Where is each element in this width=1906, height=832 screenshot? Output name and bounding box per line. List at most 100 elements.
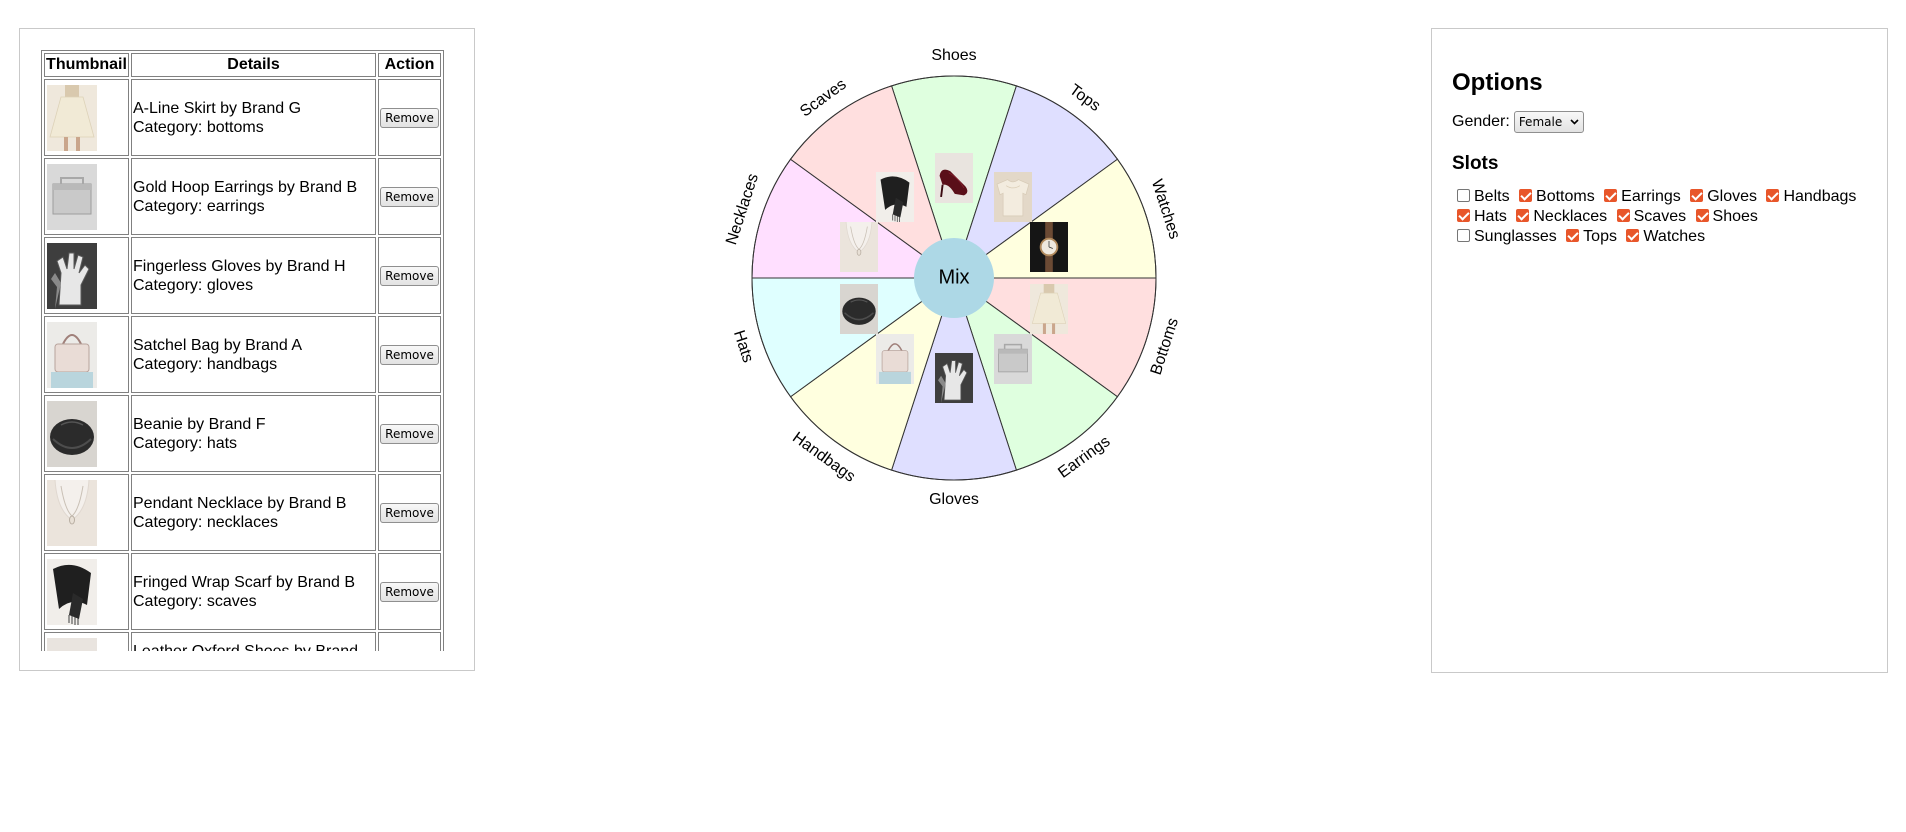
slot-checkbox-necklaces[interactable]	[1516, 209, 1530, 222]
slot-checkbox-bottoms[interactable]	[1519, 189, 1533, 202]
slot-option-necklaces: Necklaces	[1511, 208, 1607, 225]
item-thumbnail-image	[47, 321, 97, 388]
wheel-thumbnail-watches	[1030, 222, 1069, 273]
items-table-scroll[interactable]: Thumbnail Details Action A-Line Skirt by…	[41, 50, 452, 651]
wheel-label-tops: Tops	[1066, 81, 1103, 115]
wheel-label-shoes: Shoes	[931, 47, 976, 64]
item-title: Pendant Necklace by Brand B	[133, 494, 347, 512]
item-title: Satchel Bag by Brand A	[133, 336, 302, 354]
item-category: Category: necklaces	[133, 513, 278, 531]
slot-label: Tops	[1583, 228, 1617, 245]
thumbnail-cell	[44, 158, 129, 235]
wheel-label-gloves: Gloves	[929, 491, 979, 508]
slot-checkbox-watches[interactable]	[1626, 229, 1640, 242]
action-cell: Remove	[378, 237, 441, 314]
item-title: Gold Hoop Earrings by Brand B	[133, 178, 358, 196]
thumbnail-cell	[44, 237, 129, 314]
options-panel: Options Gender: Female Slots Belts Botto…	[1431, 28, 1888, 673]
wheel-thumbnail-necklaces	[839, 222, 878, 273]
action-cell: Remove	[378, 474, 441, 551]
wheel-thumbnail-gloves	[935, 353, 973, 403]
slot-checkbox-gloves[interactable]	[1690, 189, 1704, 202]
remove-button[interactable]: Remove	[380, 423, 439, 444]
wheel-label-bottoms: Bottoms	[1148, 316, 1182, 377]
slot-option-bottoms: Bottoms	[1514, 188, 1595, 205]
item-category: Category: bottoms	[133, 118, 264, 136]
thumbnail-cell	[44, 316, 129, 393]
wheel-thumbnail-handbags	[876, 333, 915, 384]
action-cell: Remove	[378, 632, 441, 651]
item-title: Fingerless Gloves by Brand H	[133, 257, 346, 275]
slot-label: Necklaces	[1533, 208, 1608, 225]
item-category: Category: scaves	[133, 592, 257, 610]
remove-button[interactable]: Remove	[380, 344, 439, 365]
gender-select[interactable]: Female	[1513, 111, 1585, 133]
wheel-thumbnail-bottoms	[1030, 283, 1069, 334]
mix-button[interactable]	[914, 238, 994, 318]
wheel-label-watches: Watches	[1148, 177, 1183, 241]
slot-label: Shoes	[1712, 208, 1758, 225]
item-thumbnail-image	[47, 479, 97, 546]
slot-option-sunglasses: Sunglasses	[1452, 228, 1557, 245]
gender-row: Gender: Female	[1452, 111, 1867, 133]
wheel-thumbnail-shoes	[935, 153, 973, 203]
remove-button[interactable]: Remove	[380, 265, 439, 286]
chevron-down-icon	[1570, 119, 1579, 125]
slot-label: Sunglasses	[1474, 228, 1557, 245]
item-thumbnail-image	[47, 242, 97, 309]
options-title: Options	[1452, 69, 1543, 96]
slot-label: Handbags	[1783, 188, 1857, 205]
slot-label: Hats	[1474, 208, 1507, 225]
action-cell: Remove	[378, 158, 441, 235]
slot-checkbox-shoes[interactable]	[1695, 209, 1709, 222]
slot-checkbox-scaves[interactable]	[1616, 209, 1630, 222]
slot-label: Bottoms	[1536, 188, 1595, 205]
item-thumbnail-image	[47, 558, 97, 625]
table-header-row: Thumbnail Details Action	[44, 53, 441, 77]
remove-button[interactable]: Remove	[380, 186, 439, 207]
item-thumbnail-image	[47, 84, 97, 151]
table-row: Leather Oxford Shoes by Brand CCategory:…	[44, 632, 441, 651]
slot-option-belts: Belts	[1452, 188, 1510, 205]
slot-option-shoes: Shoes	[1691, 208, 1758, 225]
remove-button[interactable]: Remove	[380, 107, 439, 128]
thumbnail-cell	[44, 553, 129, 630]
slot-checkbox-earrings[interactable]	[1604, 189, 1618, 202]
thumbnail-cell	[44, 79, 129, 156]
item-thumbnail-image	[47, 400, 97, 467]
wheel-thumbnail-tops	[993, 172, 1032, 223]
wheel-thumbnail-scaves	[876, 172, 915, 223]
item-category: Category: handbags	[133, 355, 278, 373]
header-details: Details	[131, 53, 376, 77]
action-cell: Remove	[378, 79, 441, 156]
thumbnail-cell	[44, 632, 129, 651]
slot-checkbox-hats[interactable]	[1457, 209, 1470, 222]
slot-option-handbags: Handbags	[1761, 188, 1856, 205]
wheel-thumbnail-hats	[839, 283, 878, 334]
item-title: Fringed Wrap Scarf by Brand B	[133, 573, 356, 591]
action-cell: Remove	[378, 553, 441, 630]
slot-checkbox-belts[interactable]	[1457, 189, 1470, 202]
slot-option-gloves: Gloves	[1685, 188, 1757, 205]
slot-checkbox-sunglasses[interactable]	[1457, 229, 1470, 242]
slot-checkbox-handbags[interactable]	[1766, 189, 1780, 202]
slot-checkbox-tops[interactable]	[1566, 229, 1580, 242]
slots-title: Slots	[1452, 153, 1499, 174]
action-cell: Remove	[378, 316, 441, 393]
remove-button[interactable]: Remove	[380, 502, 439, 523]
details-cell: Leather Oxford Shoes by Brand CCategory:…	[131, 632, 376, 651]
slot-option-watches: Watches	[1621, 228, 1705, 245]
mix-wheel-container: Shoes Tops Watches Bottoms Earrings Glov…	[680, 20, 1230, 540]
remove-button[interactable]: Remove	[380, 581, 439, 602]
